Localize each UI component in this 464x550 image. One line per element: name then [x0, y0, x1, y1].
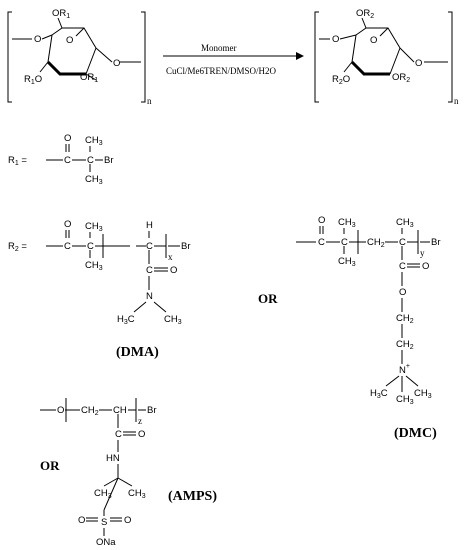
- dma-h: H: [146, 220, 153, 231]
- r1-ch3-bottom: CH3: [85, 174, 103, 186]
- dmc-structure: C O C CH3 CH3 CH2 C CH3 y Br C O O CH2 C…: [296, 215, 441, 406]
- r2-definition-dma: R2 = C O C CH3 CH3 H C x Br C O N H3C CH…: [8, 219, 191, 326]
- dmc-ch2-b: CH2: [396, 339, 414, 351]
- dmc-sub-y: y: [420, 248, 425, 258]
- dma-br: Br: [181, 241, 191, 252]
- amps-o2: O: [138, 429, 145, 440]
- dmc-c4: C: [399, 261, 406, 272]
- r1-label: R1 =: [8, 155, 27, 167]
- dmc-ch3-c: CH3: [396, 217, 414, 229]
- label-dmc: (DMC): [394, 426, 437, 441]
- atom-or2-right: OR2: [392, 72, 410, 84]
- dmc-o1: O: [318, 215, 325, 226]
- repeat-n-right: n: [454, 96, 459, 106]
- label-amps: (AMPS): [168, 489, 217, 504]
- atom-o-ring: O: [66, 35, 73, 46]
- or-2: OR: [40, 458, 60, 473]
- amps-o4: O: [124, 515, 131, 526]
- atom-o: O: [34, 34, 41, 45]
- amps-c: C: [115, 429, 122, 440]
- r1-ch3-top: CH3: [85, 135, 103, 147]
- amps-o3: O: [78, 515, 85, 526]
- atom-r2o-bottom: R2O: [332, 74, 350, 86]
- dmc-ch3-d: CH3: [396, 394, 414, 406]
- dmc-ch2: CH2: [367, 237, 385, 249]
- repeat-n-left: n: [147, 96, 152, 106]
- dmc-n-plus: N+: [399, 363, 410, 376]
- amps-sub-z: z: [138, 416, 142, 426]
- amps-s: S: [101, 517, 107, 528]
- dmc-br: Br: [431, 237, 441, 248]
- dma-c3: C: [146, 241, 153, 252]
- r1-c2: C: [87, 155, 94, 166]
- reagent-monomer: Monomer: [201, 43, 237, 53]
- dma-ch3-n: CH3: [164, 314, 182, 326]
- r2-label: R2 =: [8, 241, 27, 253]
- dmc-c1: C: [318, 237, 325, 248]
- amps-hn: HN: [106, 453, 120, 464]
- label-dma: (DMA): [116, 345, 159, 360]
- dmc-c3: C: [399, 237, 406, 248]
- dma-o1: O: [64, 219, 71, 230]
- amps-ch3-b: CH3: [128, 488, 146, 500]
- r1-br: Br: [104, 155, 114, 166]
- amps-structure: O CH2 CH z Br C O HN CH3 CH3 S O O ONa: [40, 398, 157, 548]
- dma-o2: O: [170, 265, 177, 276]
- reagent-conditions: CuCl/Me6TREN/DMSO/H2O: [166, 66, 277, 76]
- or-1: OR: [258, 291, 278, 306]
- dmc-c2: C: [341, 237, 348, 248]
- dma-c1: C: [64, 241, 71, 252]
- dma-n: N: [146, 291, 153, 302]
- dmc-ch2-a: CH2: [396, 313, 414, 325]
- r1-o: O: [64, 133, 71, 144]
- dmc-o2: O: [422, 261, 429, 272]
- atom-o-p: O: [332, 34, 339, 45]
- product-structure: n O OR2 O R2O OR2 O: [314, 8, 459, 106]
- dmc-o3: O: [399, 287, 406, 298]
- atom-or2-top: OR2: [356, 8, 374, 20]
- dma-sub-x: x: [168, 252, 173, 262]
- atom-or1-right: OR1: [80, 72, 98, 84]
- dma-c2: C: [87, 241, 94, 252]
- dmc-ch3-e: CH3: [414, 388, 432, 400]
- amps-ch2: CH2: [81, 405, 99, 417]
- dmc-h3c: H3C: [370, 388, 388, 400]
- atom-o-link: O: [113, 58, 120, 69]
- r1-definition: R1 = C O C CH3 CH3 Br: [8, 133, 114, 186]
- amps-br: Br: [147, 405, 157, 416]
- amps-ch: CH: [113, 405, 127, 416]
- dmc-ch3-a: CH3: [338, 217, 356, 229]
- atom-o-ring-p: O: [370, 35, 377, 46]
- atom-r1o-bottom: R1O: [24, 74, 42, 86]
- dma-ch3-top: CH3: [85, 221, 103, 233]
- r1-c1: C: [64, 155, 71, 166]
- reaction-arrow: Monomer CuCl/Me6TREN/DMSO/H2O: [163, 43, 304, 76]
- amps-o: O: [57, 405, 64, 416]
- dma-c4: C: [146, 265, 153, 276]
- dmc-ch3-b: CH3: [338, 256, 356, 268]
- reactant-structure: n O OR1 O R1O OR1 O: [7, 8, 152, 106]
- atom-or1-top: OR1: [52, 8, 70, 20]
- amps-ona: ONa: [96, 537, 116, 548]
- atom-o-link-p: O: [415, 58, 422, 69]
- dma-ch3-bottom: CH3: [85, 260, 103, 272]
- dma-h3c: H3C: [117, 314, 135, 326]
